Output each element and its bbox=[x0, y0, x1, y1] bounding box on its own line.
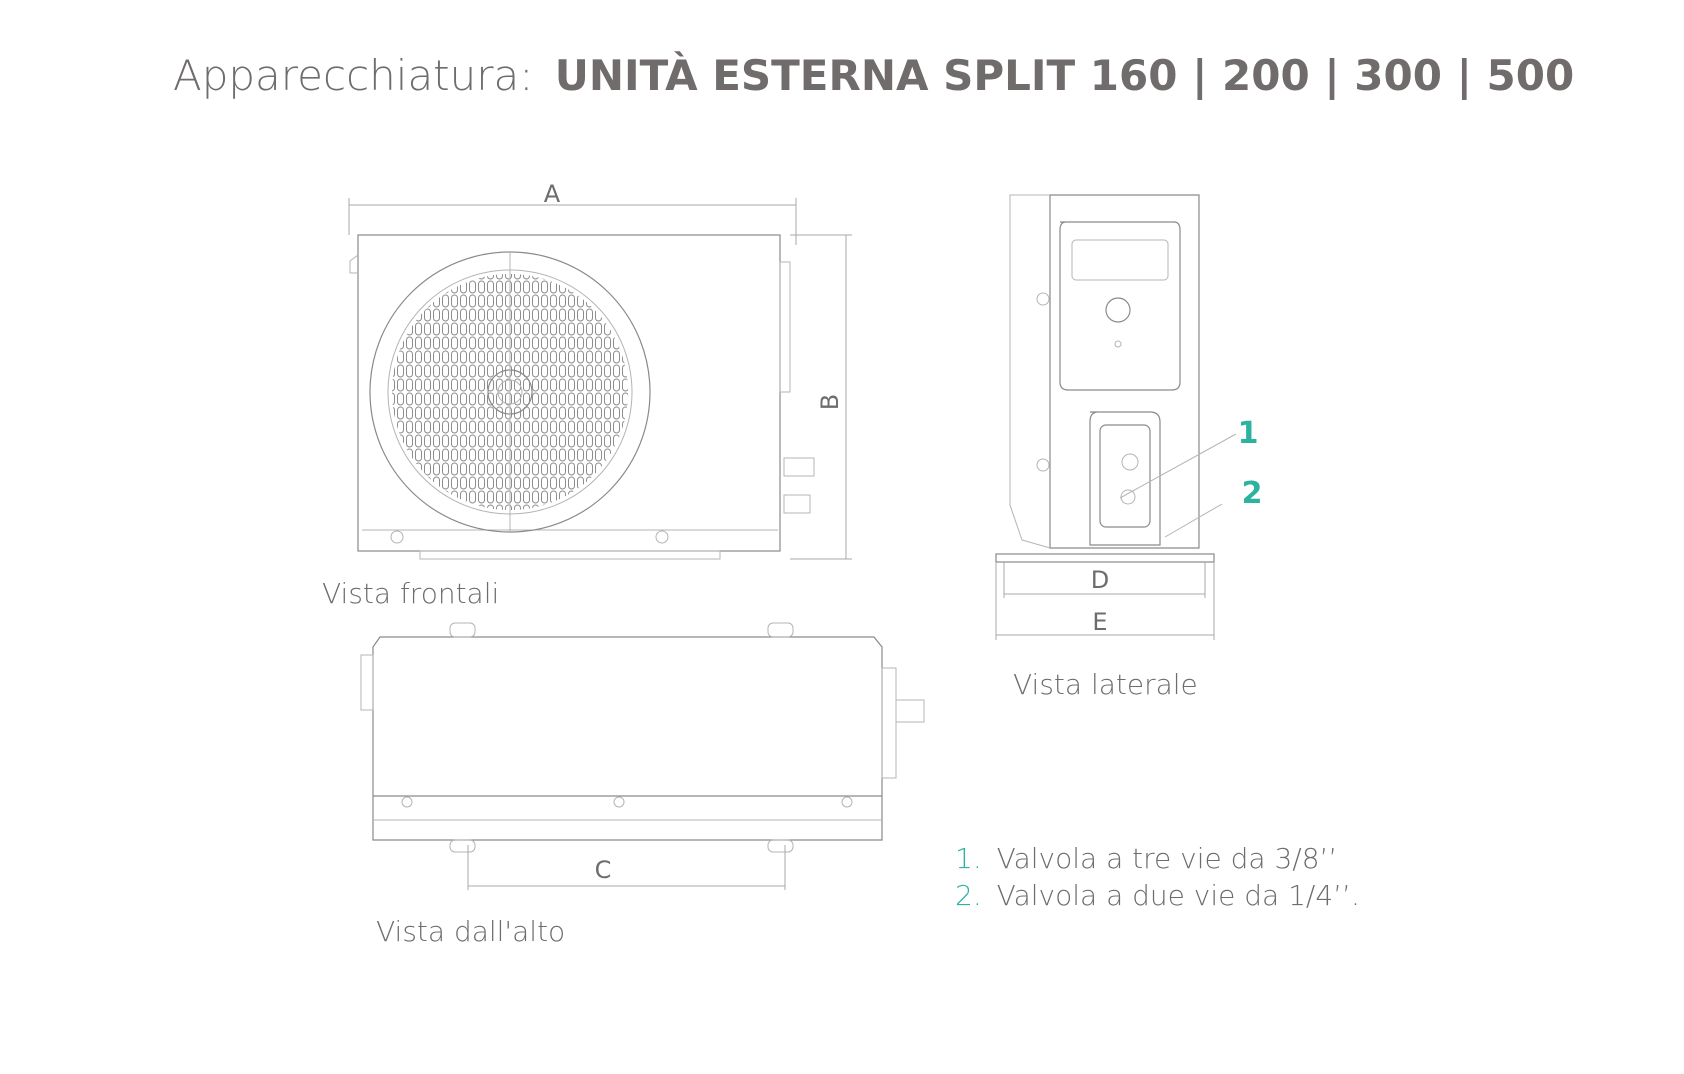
front-view: A B Vista frontali bbox=[322, 180, 852, 610]
title-product: UNITÀ ESTERNA SPLIT 160 | 200 | 300 | 50… bbox=[555, 50, 1574, 100]
dimension-a-label: A bbox=[544, 180, 561, 208]
page-title: Apparecchiatura: UNITÀ ESTERNA SPLIT 160… bbox=[173, 50, 1574, 100]
side-view-label: Vista laterale bbox=[1013, 668, 1198, 701]
callout-1: 1 bbox=[1238, 416, 1259, 451]
top-view-label: Vista dall'alto bbox=[376, 915, 565, 948]
legend-item-2: 2. Valvola a due vie da 1/4’’. bbox=[955, 879, 1360, 912]
side-view: 1 2 D E Vista laterale bbox=[995, 194, 1263, 701]
front-view-label: Vista frontali bbox=[322, 577, 499, 610]
legend-item-1: 1. Valvola a tre vie da 3/8’’ bbox=[955, 842, 1337, 875]
dimension-d-label: D bbox=[1091, 566, 1109, 594]
top-view: C Vista dall'alto bbox=[360, 622, 925, 948]
callout-2: 2 bbox=[1242, 476, 1263, 511]
dimension-b-label: B bbox=[816, 394, 844, 410]
dimension-c-label: C bbox=[595, 856, 612, 884]
dimension-e-label: E bbox=[1092, 608, 1107, 636]
legend: 1. Valvola a tre vie da 3/8’’ 2. Valvola… bbox=[955, 842, 1360, 912]
title-prefix: Apparecchiatura: bbox=[173, 51, 533, 100]
